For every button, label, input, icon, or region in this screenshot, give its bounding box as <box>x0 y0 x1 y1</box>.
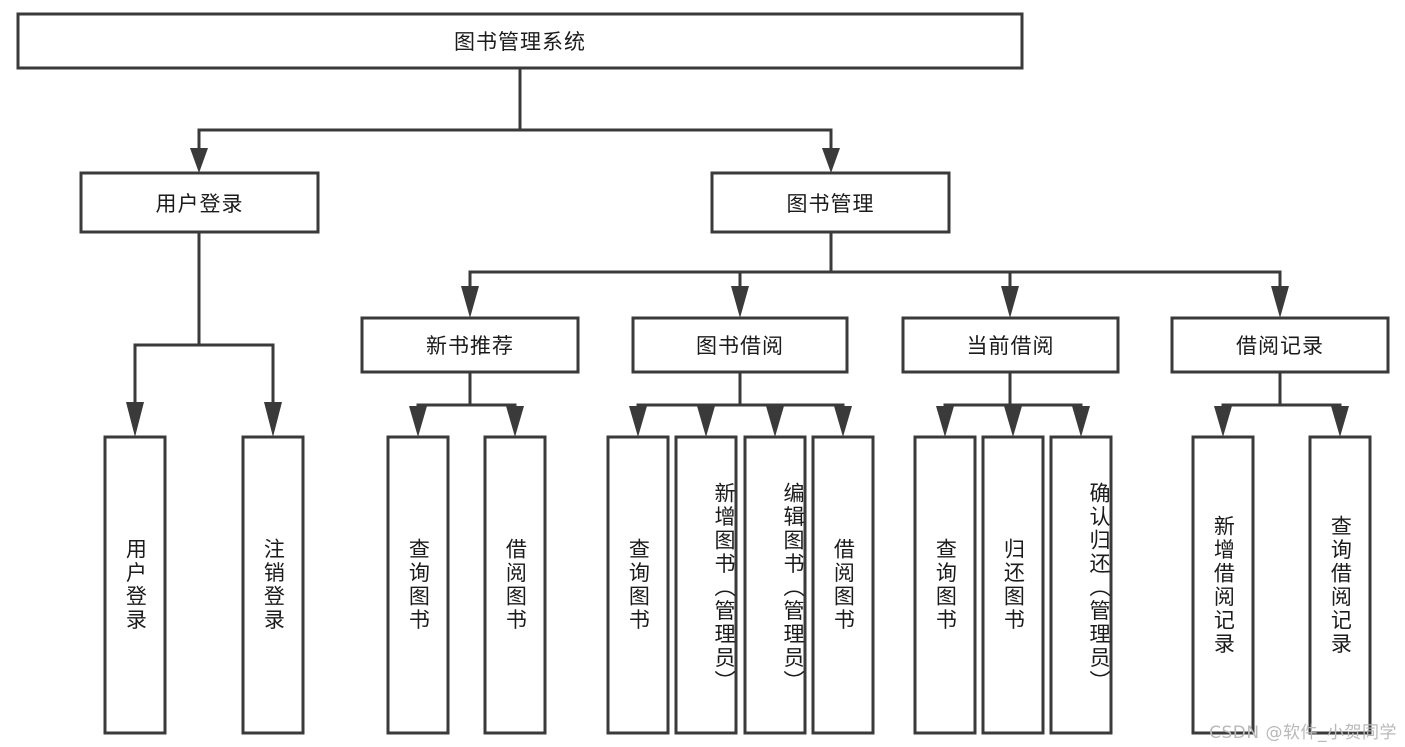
arrow-borrow-record-leaf-1 <box>1214 406 1232 437</box>
arrow-book-borrow-leaf-4 <box>834 406 852 437</box>
leaf-box-add-borrow-record[interactable] <box>1191 435 1255 735</box>
arrow-to-new-book-rec <box>461 286 479 318</box>
arrow-user-login-leaf-2 <box>264 402 282 437</box>
arrow-current-borrow-leaf-1 <box>936 406 954 437</box>
leaf-box-query-book-current[interactable] <box>913 435 977 735</box>
csdn-watermark: CSDN @软件_小贺同学 <box>1209 723 1397 743</box>
node-root[interactable] <box>16 12 1024 70</box>
leaf-box-query-borrow-record[interactable] <box>1308 435 1372 735</box>
leaf-box-query-book-borrow[interactable] <box>606 435 670 735</box>
leaf-box-query-book-rec[interactable] <box>386 435 450 735</box>
leaf-box-borrow-book-rec[interactable] <box>483 435 547 735</box>
leaf-box-borrow-book[interactable] <box>811 435 875 735</box>
leaf-box-logout[interactable] <box>241 435 305 735</box>
node-new-book-recommend[interactable] <box>360 316 580 374</box>
arrow-to-borrow-record <box>1271 286 1289 318</box>
node-book-management[interactable] <box>710 171 951 234</box>
arrow-to-book-mgmt <box>822 148 840 173</box>
arrow-current-borrow-leaf-2 <box>1004 406 1022 437</box>
arrow-book-borrow-leaf-3 <box>766 406 784 437</box>
leaf-box-edit-book-admin[interactable] <box>743 435 807 735</box>
leaf-box-add-book-admin[interactable] <box>674 435 738 735</box>
arrow-new-book-rec-leaf-1 <box>409 406 427 437</box>
arrow-to-book-borrow <box>731 286 749 318</box>
arrow-book-borrow-leaf-2 <box>697 406 715 437</box>
arrow-to-current-borrow <box>1001 286 1019 318</box>
leaf-box-user-login[interactable] <box>103 435 167 735</box>
node-borrow-record[interactable] <box>1170 316 1390 374</box>
arrow-to-user-login <box>190 148 208 173</box>
arrow-borrow-record-leaf-2 <box>1331 406 1349 437</box>
node-book-borrow[interactable] <box>631 316 849 374</box>
leaf-box-return-book[interactable] <box>981 435 1045 735</box>
arrow-book-borrow-leaf-1 <box>629 406 647 437</box>
arrow-user-login-leaf-1 <box>126 402 144 437</box>
node-user-login[interactable] <box>79 171 320 234</box>
node-current-borrow[interactable] <box>901 316 1120 374</box>
arrow-new-book-rec-leaf-2 <box>506 406 524 437</box>
arrow-current-borrow-leaf-3 <box>1072 406 1090 437</box>
leaf-box-confirm-return-admin[interactable] <box>1049 435 1113 735</box>
